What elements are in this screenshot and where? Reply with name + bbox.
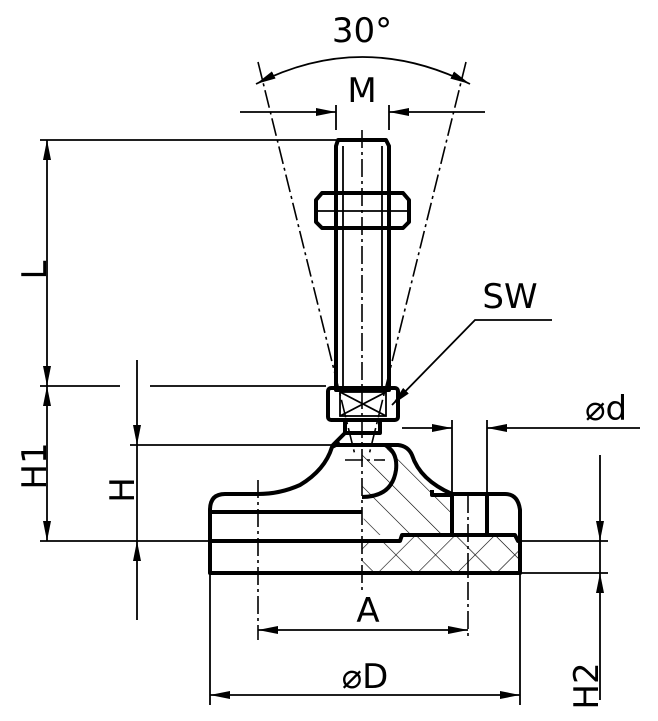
hole-spacing-label: A [356,591,379,631]
wrench-size-label: SW [482,277,537,317]
thread-label: M [347,71,376,111]
height-h-label: H [103,477,143,503]
section-hatch-pad [362,535,520,573]
wrench-flats-hex [326,386,400,435]
height-h2-label: H2 [567,662,607,709]
angle-label: 30° [332,11,392,51]
dimension-lines [40,56,640,705]
hole-diameter-label: ⌀d [585,389,627,429]
height-h1-label: H1 [15,442,55,489]
base-diameter-label: ⌀D [342,657,389,697]
length-label: L [15,260,55,279]
lock-nut [314,191,411,230]
threaded-stud [334,138,391,392]
section-hatch-body [362,440,452,535]
